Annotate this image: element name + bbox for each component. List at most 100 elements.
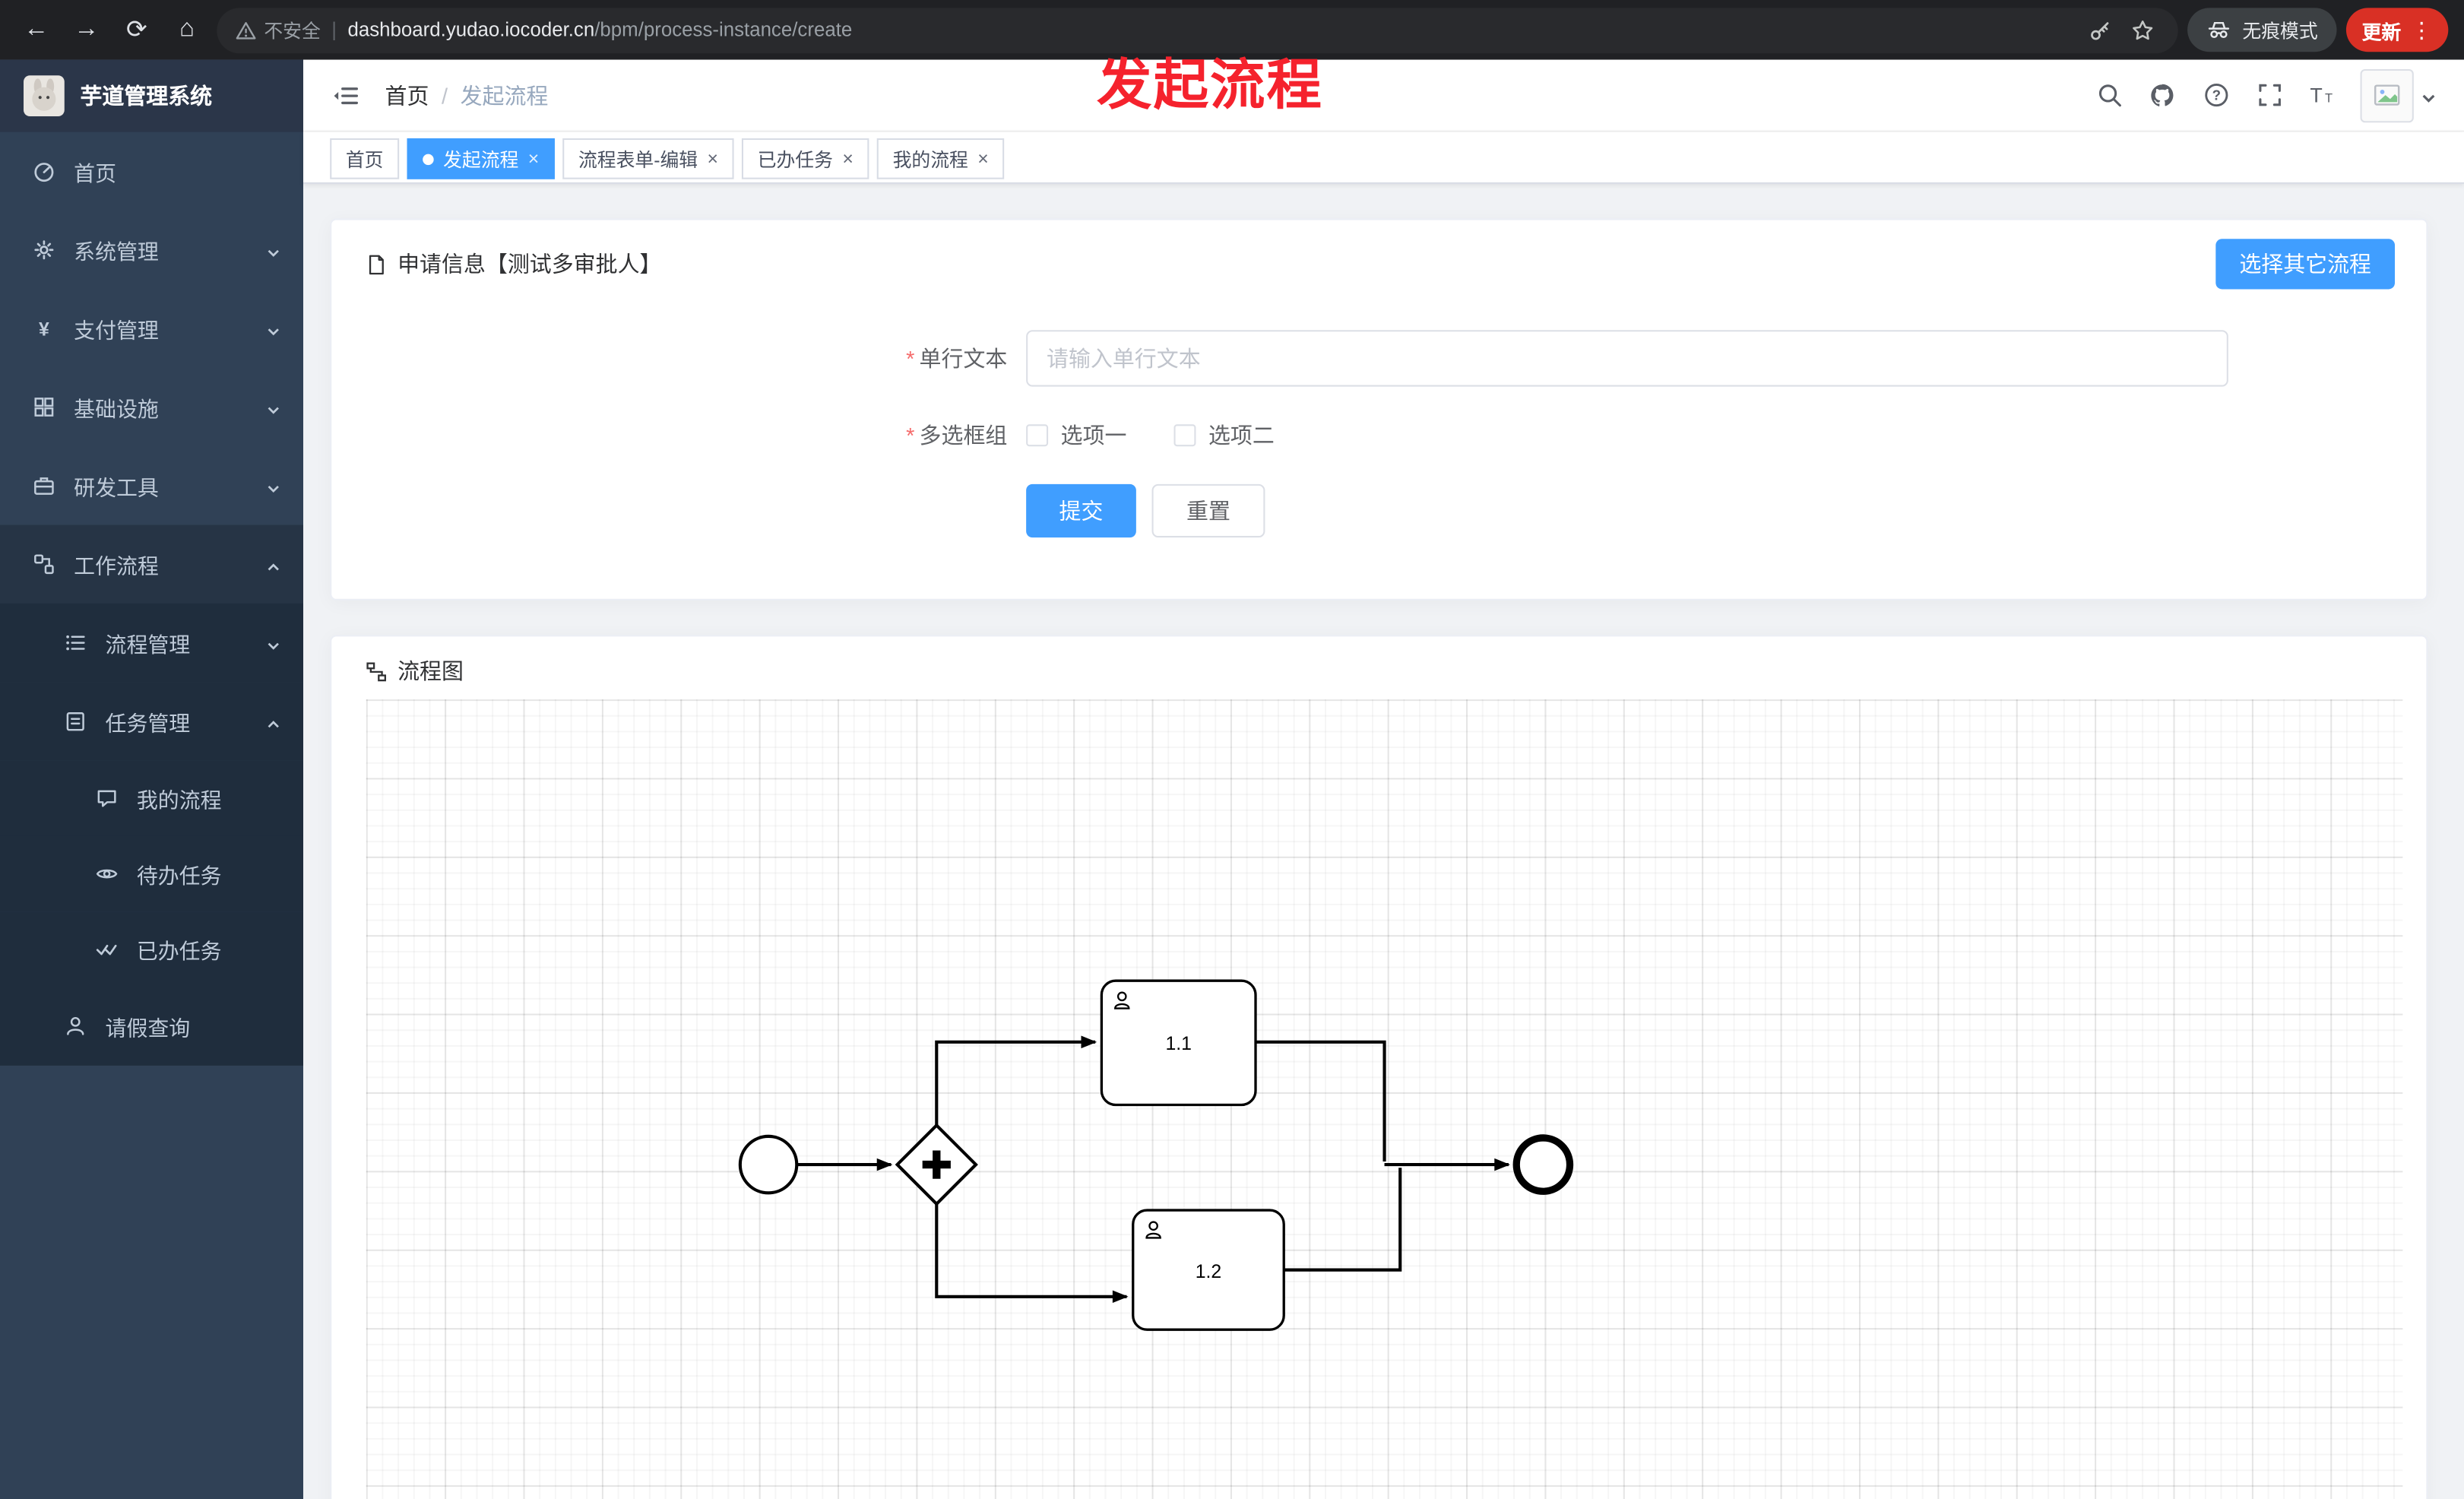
back-icon[interactable]: ← xyxy=(24,15,49,43)
apply-info-title: 申请信息【测试多审批人】 xyxy=(397,251,662,277)
address-bar[interactable]: 不安全 | dashboard.yudao.iocoder.cn/bpm/pro… xyxy=(217,7,2178,53)
incognito-badge[interactable]: 无痕模式 xyxy=(2187,8,2337,52)
sidebar-item-home[interactable]: 首页 xyxy=(0,132,303,211)
close-icon[interactable]: × xyxy=(707,147,719,170)
sidebar-item-label: 任务管理 xyxy=(105,711,191,736)
close-icon[interactable]: × xyxy=(977,147,989,170)
grid-icon xyxy=(31,395,56,420)
sidebar-item-todo-tasks[interactable]: 待办任务 xyxy=(0,835,304,912)
diagram-title: 流程图 xyxy=(397,658,464,684)
workflow-icon xyxy=(31,552,56,577)
sidebar-item-label: 工作流程 xyxy=(74,554,159,578)
sidebar-item-payment-management[interactable]: ¥ 支付管理 xyxy=(0,289,303,367)
tab-home[interactable]: 首页 xyxy=(330,138,400,179)
tab-process-form-edit[interactable]: 流程表单-编辑× xyxy=(562,138,734,179)
select-other-process-button[interactable]: 选择其它流程 xyxy=(2215,239,2396,290)
document-icon xyxy=(363,252,388,277)
sidebar-item-label: 首页 xyxy=(74,161,117,185)
parallel-gateway[interactable] xyxy=(895,1123,978,1206)
user-task-1-1[interactable]: 1.1 xyxy=(1100,979,1257,1107)
sidebar: 芋道管理系统 首页 系统管理 ¥ 支付管理 xyxy=(0,59,304,1499)
bookmark-star-icon[interactable] xyxy=(2127,14,2158,46)
sidebar-item-task-management[interactable]: 任务管理 xyxy=(0,682,304,761)
sidebar-item-leave-query[interactable]: 请假查询 xyxy=(0,987,304,1066)
dashboard-icon xyxy=(31,159,56,184)
key-icon[interactable] xyxy=(2086,14,2117,46)
checkbox-label: 选项二 xyxy=(1208,423,1275,448)
tab-my-process[interactable]: 我的流程× xyxy=(876,138,1005,179)
chevron-down-icon xyxy=(265,478,281,494)
url-path: /bpm/process-instance/create xyxy=(594,18,853,41)
flow-task2-out[interactable] xyxy=(1284,1168,1402,1272)
flow-gateway-to-task2[interactable] xyxy=(935,1203,1129,1304)
checkbox-label: 选项一 xyxy=(1060,423,1127,448)
flow-task1-out[interactable] xyxy=(1256,1040,1386,1161)
sidebar-item-dev-tools[interactable]: 研发工具 xyxy=(0,446,303,524)
chevron-down-icon xyxy=(265,242,281,258)
sequence-flows[interactable] xyxy=(797,1035,1510,1304)
submit-button[interactable]: 提交 xyxy=(1026,483,1136,538)
close-icon[interactable]: × xyxy=(842,147,854,170)
sidebar-item-label: 支付管理 xyxy=(74,318,159,343)
checkbox-icon[interactable] xyxy=(1173,424,1196,447)
app-logo[interactable]: 芋道管理系统 xyxy=(0,59,304,132)
warning-icon xyxy=(236,21,256,39)
tab-initiate-process[interactable]: 发起流程× xyxy=(407,138,555,179)
sidebar-menu: 首页 系统管理 ¥ 支付管理 基础设施 xyxy=(0,132,304,1066)
browser-menu-icon[interactable]: ⋮ xyxy=(2410,16,2433,42)
sidebar-item-process-management[interactable]: 流程管理 xyxy=(0,603,304,683)
update-label: 更新 xyxy=(2361,21,2402,43)
fullscreen-icon[interactable] xyxy=(2250,76,2288,114)
search-icon[interactable] xyxy=(2090,76,2128,114)
end-event[interactable] xyxy=(1512,1134,1574,1195)
checkbox-icon[interactable] xyxy=(1026,424,1049,447)
clipboard-icon xyxy=(63,708,88,734)
sidebar-item-label: 基础设施 xyxy=(74,398,159,422)
bpmn-canvas[interactable]: 1.1 1.2 xyxy=(366,699,2403,1499)
checkbox-option-1[interactable]: 选项一 xyxy=(1026,420,1126,451)
tab-done-tasks[interactable]: 已办任务× xyxy=(742,138,869,179)
incognito-label: 无痕模式 xyxy=(2242,19,2318,42)
sidebar-item-system-management[interactable]: 系统管理 xyxy=(0,211,303,289)
sidebar-item-label: 流程管理 xyxy=(105,633,191,658)
sidebar-item-infrastructure[interactable]: 基础设施 xyxy=(0,368,303,446)
process-diagram-card: 流程图 xyxy=(330,635,2428,1499)
user-task-icon xyxy=(1145,1221,1161,1239)
home-icon[interactable]: ⌂ xyxy=(179,15,195,43)
github-icon[interactable] xyxy=(2143,76,2181,114)
app-logo-image xyxy=(24,75,65,117)
sidebar-item-label: 我的流程 xyxy=(136,788,222,813)
user-avatar[interactable] xyxy=(2360,68,2414,122)
breadcrumb-home[interactable]: 首页 xyxy=(385,82,429,108)
security-warning[interactable]: 不安全 xyxy=(236,17,321,43)
help-icon[interactable]: ? xyxy=(2197,76,2235,114)
chevron-down-icon[interactable] xyxy=(2420,86,2439,105)
tab-label: 首页 xyxy=(345,148,384,171)
start-event[interactable] xyxy=(738,1134,799,1195)
chat-icon xyxy=(94,786,119,811)
flowchart-icon xyxy=(363,658,388,683)
reset-button[interactable]: 重置 xyxy=(1151,483,1265,538)
single-line-text-input[interactable] xyxy=(1026,330,2228,387)
card-title-row: 申请信息【测试多审批人】 xyxy=(363,249,662,280)
apply-info-card: 申请信息【测试多审批人】 选择其它流程 *单行文本 *多选框组 xyxy=(330,218,2428,601)
user-task-1-2[interactable]: 1.2 xyxy=(1132,1209,1285,1331)
sidebar-fold-icon[interactable] xyxy=(328,78,363,112)
card-title-row: 流程图 xyxy=(363,655,464,686)
url-text: dashboard.yudao.iocoder.cn/bpm/process-i… xyxy=(347,19,852,41)
close-icon[interactable]: × xyxy=(527,147,540,170)
sidebar-item-done-tasks[interactable]: 已办任务 xyxy=(0,911,304,987)
chevron-down-icon xyxy=(265,635,281,651)
sidebar-item-workflow[interactable]: 工作流程 xyxy=(0,524,304,604)
sidebar-item-my-process[interactable]: 我的流程 xyxy=(0,760,304,836)
tabs-view: 首页 发起流程× 流程表单-编辑× 已办任务× 我的流程× xyxy=(303,132,2464,184)
flow-gateway-to-task1[interactable] xyxy=(935,1035,1097,1126)
update-button[interactable]: 更新 ⋮ xyxy=(2345,8,2449,52)
forward-icon[interactable]: → xyxy=(74,15,100,43)
checkbox-option-2[interactable]: 选项二 xyxy=(1173,420,1275,451)
reload-icon[interactable]: ⟳ xyxy=(126,17,147,44)
process-form: *单行文本 *多选框组 选项一 选项二 提交 重置 xyxy=(331,330,2426,538)
